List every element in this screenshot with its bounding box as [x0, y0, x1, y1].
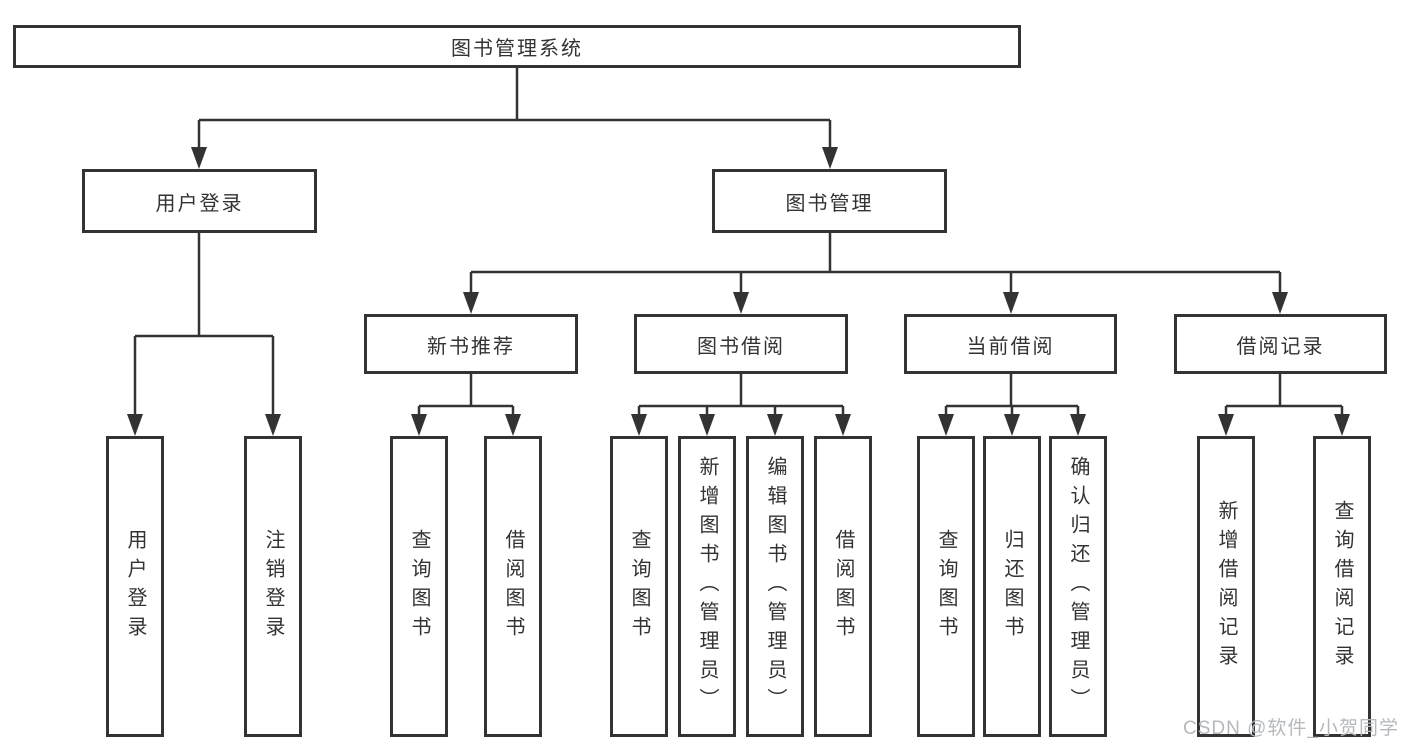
node-user-login: 用户登录	[82, 169, 317, 233]
connector-current-borrow-to-leaves	[944, 374, 1080, 417]
leaf-confirm-return-admin: 确认归还（管理员）	[1049, 436, 1107, 737]
leaf-return-books: 归还图书	[983, 436, 1041, 737]
leaf-borrow-books-2: 借阅图书	[814, 436, 872, 737]
node-book-management: 图书管理	[712, 169, 947, 233]
leaf-query-books-2: 查询图书	[610, 436, 668, 737]
csdn-watermark: CSDN @软件_小贺同学	[1183, 718, 1399, 739]
connector-book-management-to-level3	[469, 233, 1282, 296]
node-library-management-system: 图书管理系统	[13, 25, 1021, 68]
leaf-user-login: 用户登录	[106, 436, 164, 737]
leaf-query-books-1: 查询图书	[390, 436, 448, 737]
leaf-borrow-books-1: 借阅图书	[484, 436, 542, 737]
node-book-borrow: 图书借阅	[634, 314, 848, 374]
arrowheads	[127, 147, 1350, 436]
leaf-query-books-3: 查询图书	[917, 436, 975, 737]
leaf-edit-book-admin: 编辑图书（管理员）	[746, 436, 804, 737]
connector-book-borrow-to-leaves	[637, 374, 845, 417]
node-new-book-recommend: 新书推荐	[364, 314, 578, 374]
leaf-query-borrow-record: 查询借阅记录	[1313, 436, 1371, 737]
leaf-add-borrow-record: 新增借阅记录	[1197, 436, 1255, 737]
node-borrow-records: 借阅记录	[1174, 314, 1387, 374]
leaf-logout: 注销登录	[244, 436, 302, 737]
connector-borrow-record-to-leaves	[1224, 374, 1344, 417]
connector-user-login-to-leaves	[133, 233, 275, 417]
connector-root-to-level2	[197, 68, 832, 150]
leaf-add-book-admin: 新增图书（管理员）	[678, 436, 736, 737]
connector-new-book-to-leaves	[417, 374, 515, 417]
node-current-borrow: 当前借阅	[904, 314, 1117, 374]
